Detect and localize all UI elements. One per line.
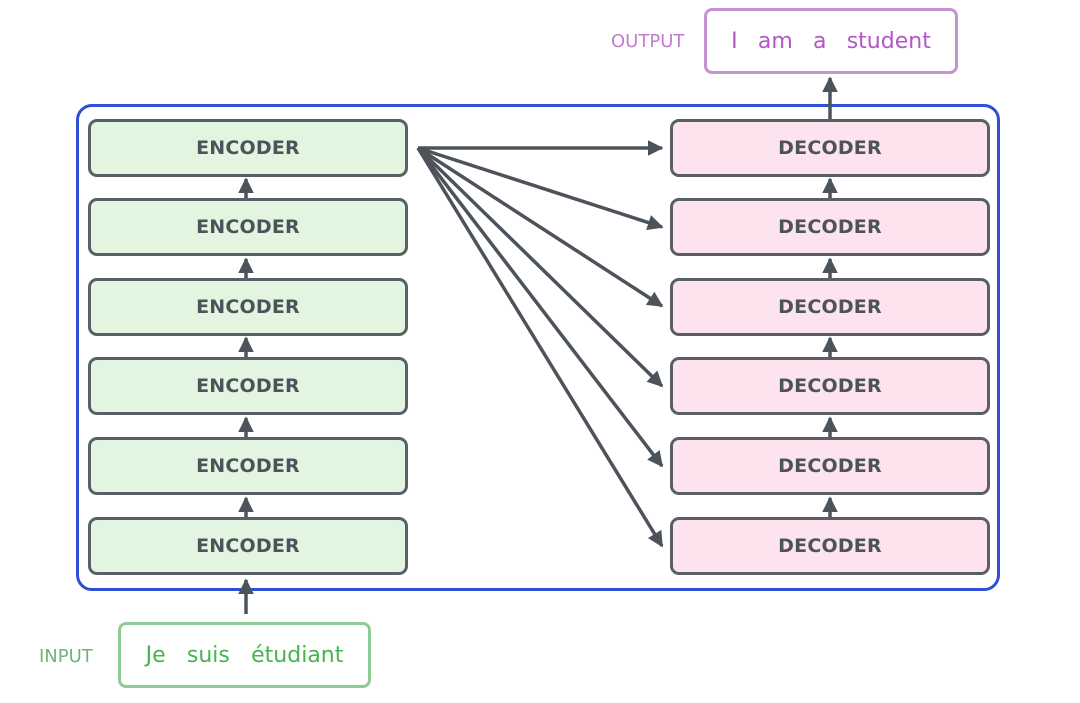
encoder-block-6: ENCODER — [88, 119, 408, 177]
input-sentence-box: Je suis étudiant — [118, 622, 371, 688]
encoder-to-decoder-arrow — [416, 146, 664, 468]
encoder-block-3: ENCODER — [88, 357, 408, 415]
input-label: INPUT — [39, 646, 93, 667]
output-label: OUTPUT — [611, 31, 685, 52]
encoder-to-decoder-arrow — [417, 146, 664, 231]
encoder-to-decoder-arrow — [417, 146, 664, 308]
decoder-block-2: DECODER — [670, 437, 990, 495]
encoder-block-2: ENCODER — [88, 437, 408, 495]
model-frame — [76, 104, 1000, 591]
encoder-block-5: ENCODER — [88, 198, 408, 256]
output-word: I — [731, 28, 738, 54]
output-word: am — [757, 28, 793, 54]
output-word: student — [846, 28, 931, 54]
decoder-block-3: DECODER — [670, 357, 990, 415]
encoder-to-decoder-arrow — [416, 146, 664, 388]
decoder-block-4: DECODER — [670, 278, 990, 336]
encoder-block-1: ENCODER — [88, 517, 408, 575]
input-word: étudiant — [251, 642, 344, 668]
encoder-to-decoder-arrow — [416, 147, 664, 548]
decoder-block-5: DECODER — [670, 198, 990, 256]
input-word: suis — [186, 642, 230, 668]
output-sentence-box: I am a student — [704, 8, 958, 74]
decoder-block-1: DECODER — [670, 517, 990, 575]
encoder-block-4: ENCODER — [88, 278, 408, 336]
input-word: Je — [145, 642, 166, 668]
decoder-block-6: DECODER — [670, 119, 990, 177]
output-word: a — [813, 28, 827, 54]
